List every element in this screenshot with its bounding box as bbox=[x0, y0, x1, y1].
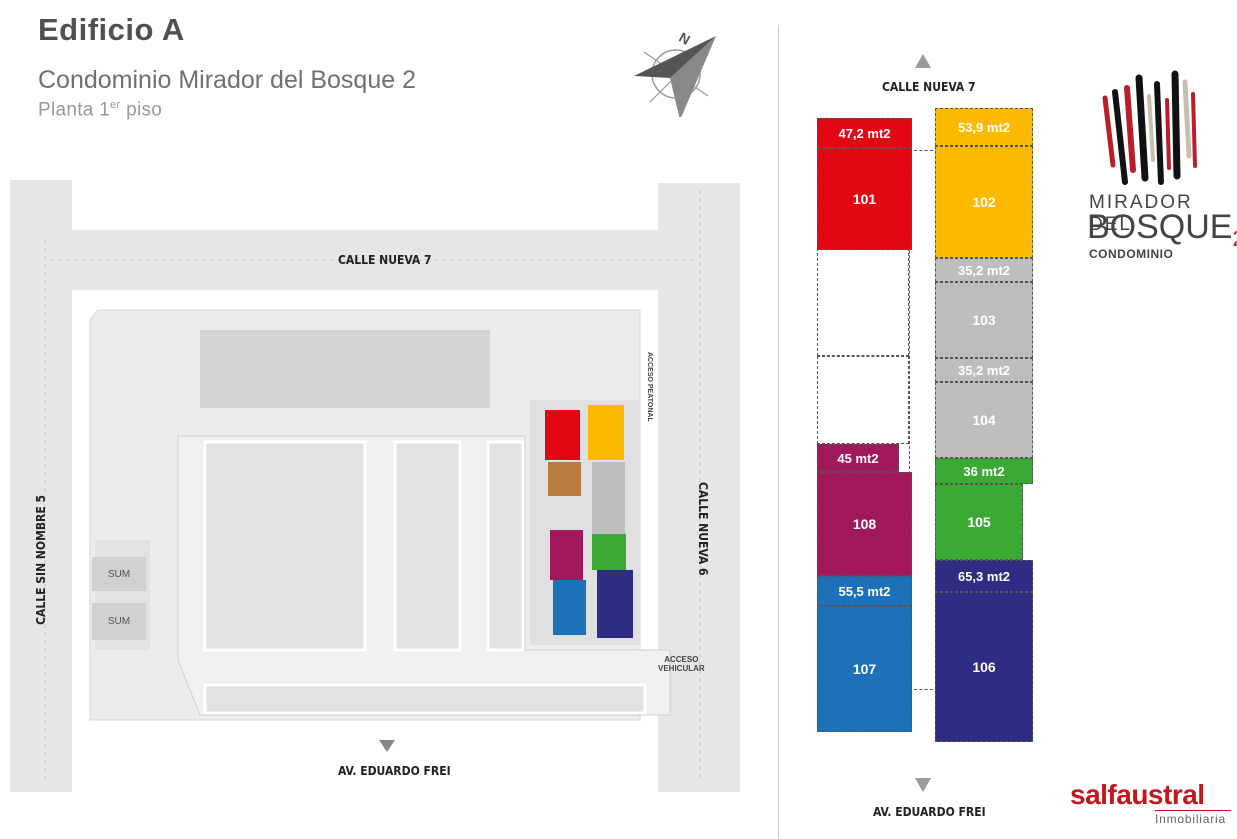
compass-letter: N bbox=[676, 29, 693, 48]
logo-line-3: CONDOMINIO bbox=[1089, 247, 1174, 261]
logo-line-2: BOSQUE2 bbox=[1087, 208, 1237, 251]
site-plan bbox=[10, 180, 740, 792]
divider bbox=[778, 25, 779, 839]
floor-street-bottom: AV. EDUARDO FREI bbox=[873, 805, 986, 819]
brand-underline bbox=[1155, 810, 1231, 811]
site-street-right: CALLE NUEVA 6 bbox=[696, 482, 710, 576]
unit-108-area: 45 mt2 bbox=[817, 444, 899, 472]
unit-106[interactable]: 106 bbox=[935, 592, 1033, 742]
site-street-top: CALLE NUEVA 7 bbox=[338, 253, 432, 267]
north-arrow-icon bbox=[915, 54, 931, 68]
site-street-left: CALLE SIN NOMBRE 5 bbox=[34, 495, 48, 625]
lobby-block bbox=[817, 356, 909, 444]
unit-103-area: 35,2 mt2 bbox=[935, 258, 1033, 282]
sum-room-2: SUM bbox=[92, 603, 146, 640]
stair-block bbox=[817, 248, 909, 356]
unit-105-area: 36 mt2 bbox=[935, 458, 1033, 484]
unit-102[interactable]: 102 bbox=[935, 146, 1033, 258]
unit-101[interactable]: 101 bbox=[817, 148, 912, 250]
compass-icon: N bbox=[634, 29, 716, 117]
logo-line-1: MIRADOR DEL bbox=[1089, 192, 1193, 235]
project-name: Condominio Mirador del Bosque 2 bbox=[38, 66, 416, 94]
unit-103[interactable]: 103 bbox=[935, 282, 1033, 358]
brand-tagline: Inmobiliaria bbox=[1155, 812, 1226, 826]
unit-108[interactable]: 108 bbox=[817, 472, 912, 576]
unit-105[interactable]: 105 bbox=[935, 484, 1023, 560]
brand-logo: salfaustral bbox=[1070, 779, 1205, 810]
floor-label: Planta 1er piso bbox=[38, 99, 163, 121]
unit-102-area: 53,9 mt2 bbox=[935, 108, 1033, 146]
unit-104-area: 35,2 mt2 bbox=[935, 358, 1033, 382]
site-street-bottom: AV. EDUARDO FREI bbox=[338, 764, 451, 778]
floor-street-top: CALLE NUEVA 7 bbox=[882, 80, 976, 94]
unit-107-area: 55,5 mt2 bbox=[817, 576, 912, 606]
mirador-logo-icon bbox=[1102, 70, 1197, 185]
corridor bbox=[909, 150, 938, 690]
unit-107[interactable]: 107 bbox=[817, 606, 912, 732]
unit-101-area: 47,2 mt2 bbox=[817, 118, 912, 148]
page-title: Edificio A bbox=[38, 12, 185, 47]
sum-room-1: SUM bbox=[92, 557, 146, 591]
pedestrian-access-label: ACCESO PEATONAL bbox=[646, 352, 653, 422]
south-arrow-icon bbox=[915, 778, 931, 792]
unit-104[interactable]: 104 bbox=[935, 382, 1033, 458]
unit-106-area: 65,3 mt2 bbox=[935, 560, 1033, 592]
